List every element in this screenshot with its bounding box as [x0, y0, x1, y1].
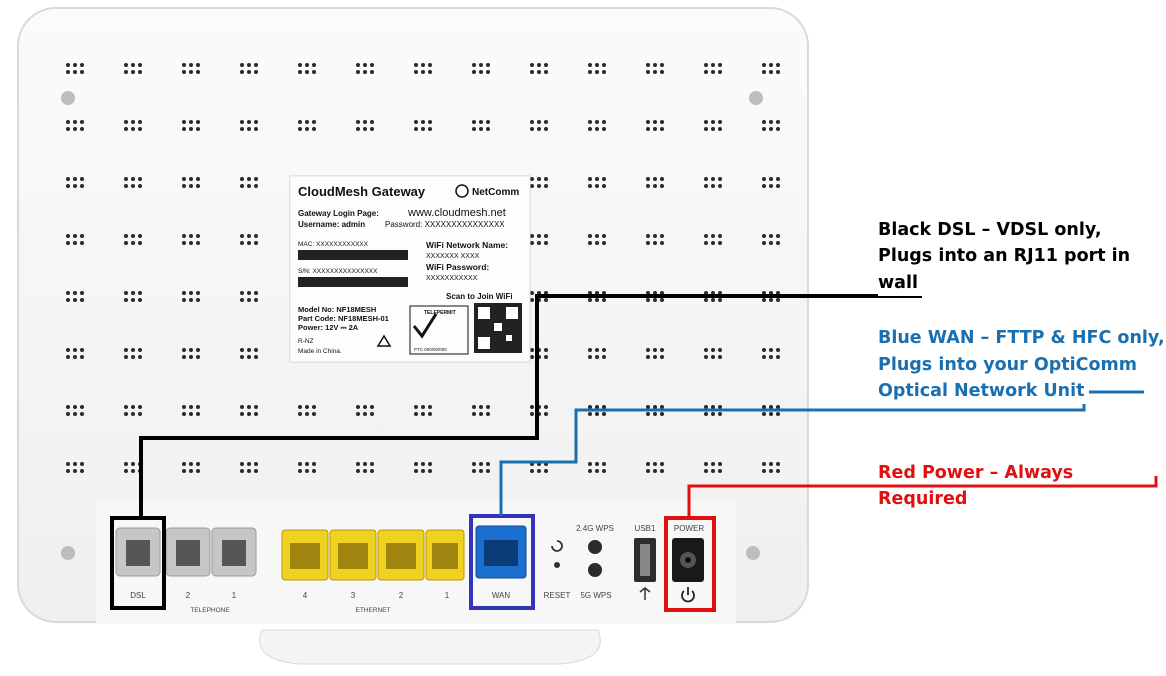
svg-text:S/N: XXXXXXXXXXXXXXX: S/N: XXXXXXXXXXXXXXX — [298, 268, 378, 275]
telephone-port-1 — [211, 527, 257, 577]
black-annotation-line3: wall — [878, 270, 922, 296]
svg-text:Model No: NF18MESH: Model No: NF18MESH — [298, 305, 376, 314]
svg-text:R-NZ: R-NZ — [298, 338, 314, 345]
check-icon — [412, 313, 438, 339]
svg-text:Part Code: NF18MESH-01: Part Code: NF18MESH-01 — [298, 314, 389, 323]
qr-code — [474, 303, 522, 353]
barcode-mac — [298, 250, 408, 260]
svg-text:1: 1 — [232, 591, 237, 600]
screw-hole — [61, 91, 75, 105]
svg-text:TELEPERMIT: TELEPERMIT — [424, 310, 456, 316]
svg-text:2.4G WPS: 2.4G WPS — [576, 524, 614, 533]
reset-button — [554, 562, 560, 568]
ethernet-port-1 — [425, 529, 465, 581]
ethernet-label: ETHERNET — [355, 607, 390, 614]
router-stand — [259, 629, 601, 665]
refresh-icon — [551, 540, 563, 552]
svg-text:PTC 000/00/000: PTC 000/00/000 — [414, 347, 447, 352]
svg-text:POWER: POWER — [674, 524, 704, 533]
wan-port — [475, 525, 527, 579]
telepermit-box — [409, 305, 469, 355]
svg-text:Password: XXXXXXXXXXXXXXX: Password: XXXXXXXXXXXXXXX — [385, 220, 505, 229]
svg-text:1: 1 — [445, 591, 450, 600]
telephone-port-2 — [165, 527, 211, 577]
svg-text:2: 2 — [186, 591, 191, 600]
svg-text:Gateway Login Page:: Gateway Login Page: — [298, 209, 379, 218]
ethernet-port-3 — [329, 529, 377, 581]
screw-hole — [61, 546, 75, 560]
svg-text:USB1: USB1 — [635, 524, 656, 533]
svg-text:WiFi Network Name:: WiFi Network Name: — [426, 240, 508, 250]
red-annotation-line1: Red Power – Always Required — [878, 463, 1074, 509]
svg-text:MAC: XXXXXXXXXXXX: MAC: XXXXXXXXXXXX — [298, 241, 369, 248]
rcm-mark-icon — [376, 334, 392, 347]
svg-text:www.cloudmesh.net: www.cloudmesh.net — [407, 207, 506, 219]
dsl-highlight-box — [110, 516, 166, 610]
svg-text:Username: admin: Username: admin — [298, 220, 365, 229]
svg-text:WiFi Password:: WiFi Password: — [426, 262, 489, 272]
barcode-sn — [298, 277, 408, 287]
ethernet-port-4 — [281, 529, 329, 581]
svg-text:XXXXXXX XXXX: XXXXXXX XXXX — [426, 253, 480, 260]
label-brand: NetComm — [472, 187, 519, 198]
dsl-label: DSL — [130, 591, 146, 600]
telephone-label: TELEPHONE — [190, 607, 230, 614]
wps-24-button — [588, 540, 602, 554]
blue-annotation-line2: Plugs into your OptiComm — [878, 355, 1137, 375]
product-label: CloudMesh Gateway NetComm Gateway Login … — [289, 175, 531, 363]
blue-annotation-line3: Optical Network Unit — [878, 378, 1089, 404]
svg-text:4: 4 — [303, 591, 308, 600]
svg-text:Scan to Join WiFi: Scan to Join WiFi — [446, 292, 513, 301]
blue-annotation-line1: Blue WAN – FTTP & HFC only, — [878, 328, 1165, 348]
screw-hole — [749, 91, 763, 105]
svg-text:XXXXXXXXXXX: XXXXXXXXXXX — [426, 275, 478, 282]
svg-text:RESET: RESET — [544, 591, 571, 600]
ethernet-port-2 — [377, 529, 425, 581]
screw-hole — [746, 546, 760, 560]
svg-text:2: 2 — [399, 591, 404, 600]
power-icon — [681, 587, 695, 603]
label-title: CloudMesh Gateway — [298, 184, 426, 199]
svg-text:3: 3 — [351, 591, 356, 600]
svg-text:5G WPS: 5G WPS — [580, 591, 611, 600]
wan-label: WAN — [492, 591, 511, 600]
svg-text:Made in China.: Made in China. — [298, 348, 342, 355]
power-callout-line — [687, 476, 1158, 518]
usb-icon — [639, 587, 651, 600]
black-annotation-line1: Black DSL – VDSL only, — [878, 220, 1102, 240]
svg-text:Power: 12V ⎓ 2A: Power: 12V ⎓ 2A — [298, 323, 359, 332]
wps-5-button — [588, 563, 602, 577]
dsl-port — [115, 527, 161, 577]
netcomm-logo-icon — [455, 184, 469, 198]
